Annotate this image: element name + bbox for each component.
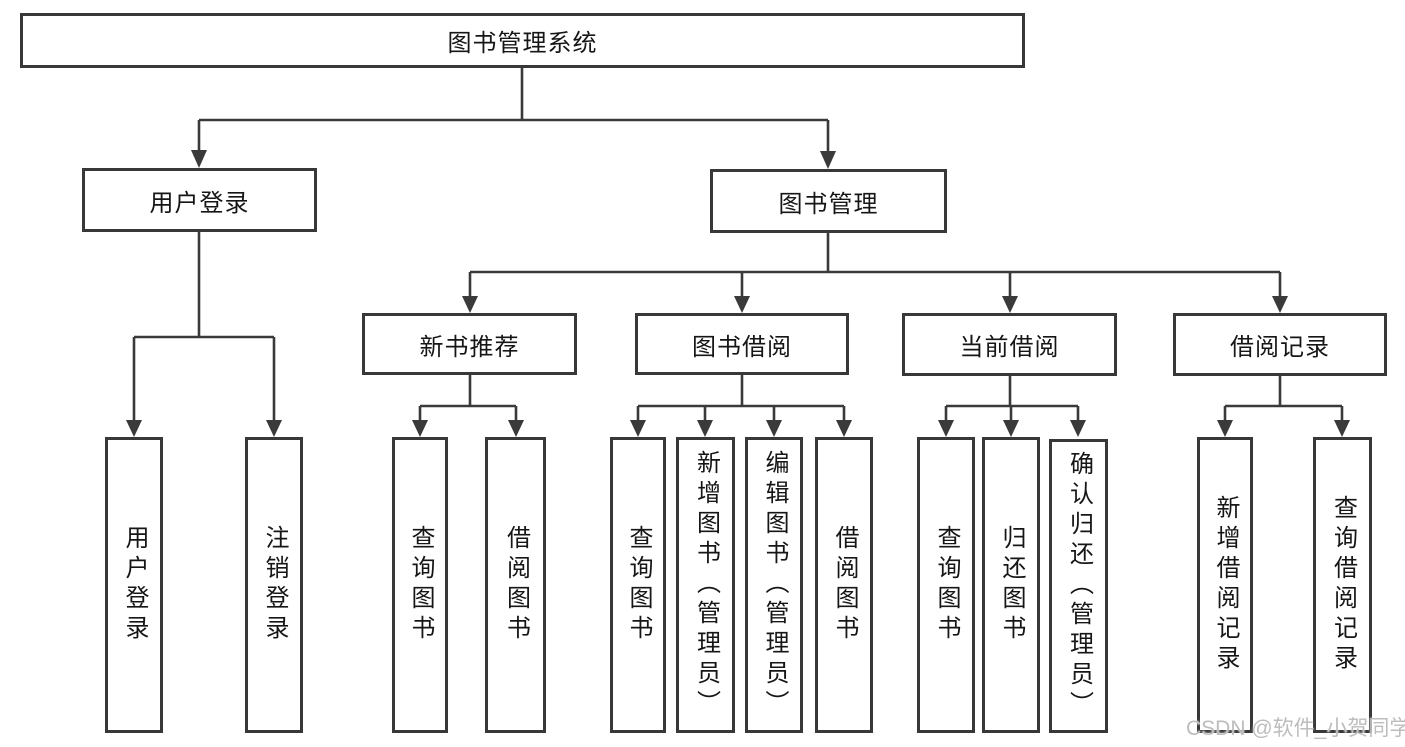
leaf-logout: 注销登录 xyxy=(245,437,303,733)
leaf-query-books-borrow: 查询图书 xyxy=(610,437,666,733)
connector-root-to-level2 xyxy=(191,68,836,169)
connector-book-management-to-level3 xyxy=(462,233,1288,313)
node-borrow-records-label: 借阅记录 xyxy=(1230,334,1330,361)
leaf-query-books-recommend: 查询图书 xyxy=(392,437,448,733)
node-root: 图书管理系统 xyxy=(20,13,1025,68)
leaf-return-books-label: 归还图书 xyxy=(998,525,1025,645)
leaf-query-borrow-record-label: 查询借阅记录 xyxy=(1329,495,1357,675)
leaf-query-books-current-label: 查询图书 xyxy=(933,525,960,645)
connector-user-login-to-leaves xyxy=(126,232,282,437)
leaf-return-books: 归还图书 xyxy=(982,437,1040,733)
leaf-confirm-return-admin: 确认归还（管理员） xyxy=(1049,439,1108,733)
leaf-query-books-borrow-label: 查询图书 xyxy=(625,525,652,645)
leaf-user-login-label: 用户登录 xyxy=(121,525,148,645)
leaf-add-borrow-record: 新增借阅记录 xyxy=(1197,437,1253,733)
node-current-borrow: 当前借阅 xyxy=(902,313,1117,376)
leaf-user-login: 用户登录 xyxy=(105,437,163,733)
node-book-borrow: 图书借阅 xyxy=(635,313,849,375)
leaf-edit-book-admin: 编辑图书（管理员） xyxy=(745,437,803,733)
connector-book-borrow-to-leaves xyxy=(630,375,852,437)
leaf-add-book-admin-label: 新增图书（管理员） xyxy=(692,450,720,720)
leaf-add-book-admin: 新增图书（管理员） xyxy=(676,437,735,733)
leaf-query-books-current: 查询图书 xyxy=(917,437,975,733)
leaf-confirm-return-admin-label: 确认归还（管理员） xyxy=(1065,451,1093,721)
leaf-query-borrow-record: 查询借阅记录 xyxy=(1313,437,1372,733)
node-book-management-label: 图书管理 xyxy=(778,190,879,218)
leaf-borrow-books-label: 借阅图书 xyxy=(831,525,858,645)
connector-borrow-records-to-leaves xyxy=(1217,376,1350,437)
leaf-add-borrow-record-label: 新增借阅记录 xyxy=(1212,495,1239,675)
watermark: CSDN @软件_小贺同学 xyxy=(1186,717,1405,740)
leaf-borrow-books-recommend: 借阅图书 xyxy=(485,437,546,733)
leaf-borrow-books: 借阅图书 xyxy=(815,437,873,733)
node-borrow-records: 借阅记录 xyxy=(1173,313,1387,376)
leaf-logout-label: 注销登录 xyxy=(261,525,288,645)
connector-new-book-recommend-to-leaves xyxy=(412,375,524,437)
connector-current-borrow-to-leaves xyxy=(938,376,1086,437)
node-current-borrow-label: 当前借阅 xyxy=(959,334,1060,361)
node-book-management: 图书管理 xyxy=(710,169,947,233)
node-book-borrow-label: 图书借阅 xyxy=(692,333,792,361)
leaf-edit-book-admin-label: 编辑图书（管理员） xyxy=(761,450,788,720)
node-user-login-label: 用户登录 xyxy=(149,189,250,217)
node-root-label: 图书管理系统 xyxy=(447,30,598,57)
node-user-login: 用户登录 xyxy=(82,168,317,232)
leaf-borrow-books-recommend-label: 借阅图书 xyxy=(502,525,530,645)
node-new-book-recommend: 新书推荐 xyxy=(362,313,577,375)
node-new-book-recommend-label: 新书推荐 xyxy=(419,333,520,361)
leaf-query-books-recommend-label: 查询图书 xyxy=(407,525,434,645)
